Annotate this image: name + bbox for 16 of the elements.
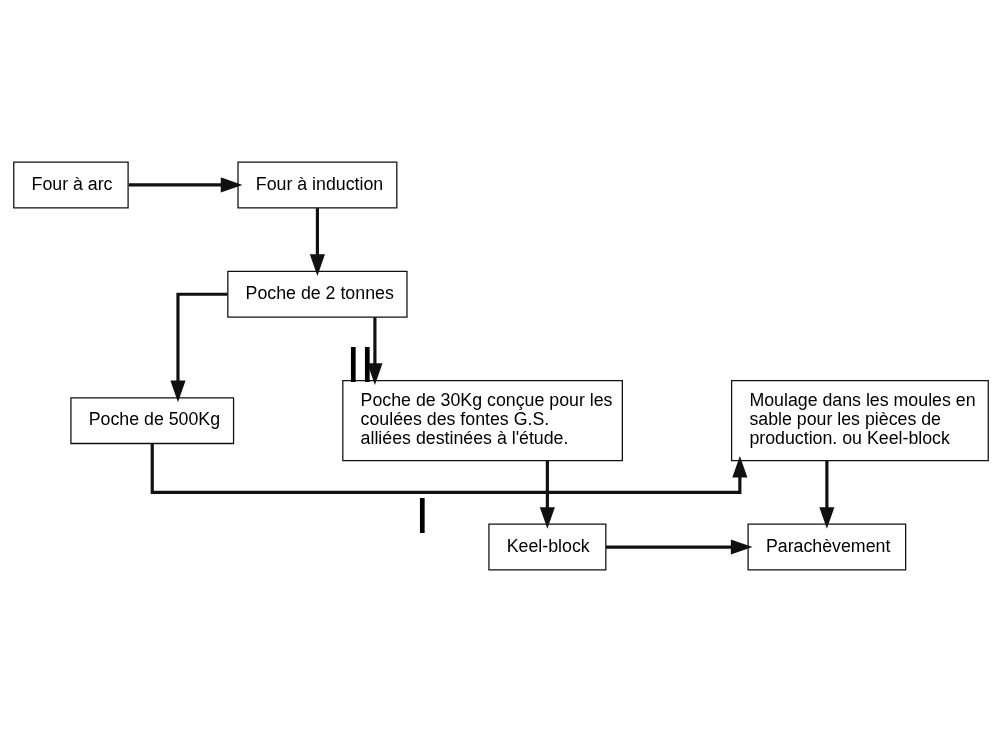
arrow <box>819 461 835 529</box>
node-box: Moulage dans les moules en sable pour les pièces de production. ou Keel-block <box>730 379 989 462</box>
edge-label: I <box>415 487 430 545</box>
arrow <box>128 177 243 193</box>
arrow <box>539 461 555 529</box>
arrow <box>170 292 228 403</box>
arrow <box>367 317 383 385</box>
node-box: Four à arc <box>13 161 129 209</box>
node-box: Keel-block <box>488 523 607 571</box>
arrow <box>605 539 753 555</box>
arrow <box>309 208 325 276</box>
node-box: Poche de 500Kg <box>70 397 235 445</box>
arrow <box>150 443 748 494</box>
node-box: Poche de 2 tonnes <box>227 270 408 318</box>
node-box: Four à induction <box>237 161 398 209</box>
node-box: Parachèvement <box>747 523 907 571</box>
